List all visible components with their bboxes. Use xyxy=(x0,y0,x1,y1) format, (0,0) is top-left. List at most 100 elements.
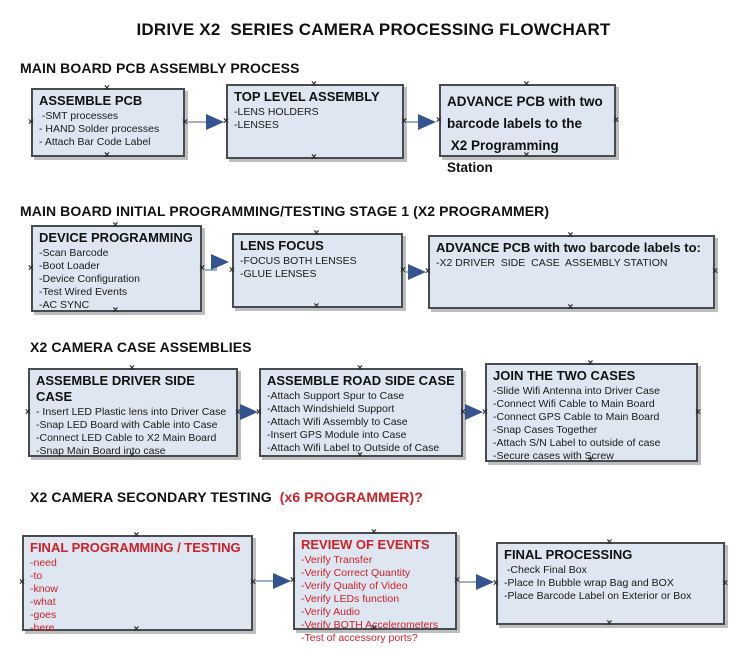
box-item: -Attach Windshield Support xyxy=(267,403,395,415)
flow-box-device-programming: DEVICE PROGRAMMING -Scan Barcode-Boot Lo… xyxy=(28,221,205,316)
box-items: - Insert LED Plastic lens into Driver Ca… xyxy=(36,406,230,458)
section-heading-pcb-assembly: MAIN BOARD PCB ASSEMBLY PROCESS xyxy=(20,60,300,76)
connection-point-icon: × xyxy=(199,262,205,274)
connection-point-icon: × xyxy=(235,406,241,418)
box-title: JOIN THE TWO CASES xyxy=(493,368,636,383)
box-items: -Scan Barcode-Boot Loader-Device Configu… xyxy=(39,247,194,312)
box-item: -here xyxy=(30,622,55,634)
connection-point-icon: × xyxy=(436,114,442,126)
connection-point-icon: × xyxy=(613,114,619,126)
flow-arrow xyxy=(204,254,229,271)
box-title: DEVICE PROGRAMMING xyxy=(39,230,193,245)
box-items: -FOCUS BOTH LENSES-GLUE LENSES xyxy=(240,255,395,281)
box-item: -Secure cases with Screw xyxy=(493,450,614,462)
connection-point-icon: × xyxy=(182,116,188,128)
flow-box-assemble-driver-side-case: ASSEMBLE DRIVER SIDE CASE - Insert LED P… xyxy=(25,364,241,461)
connection-point-icon: × xyxy=(695,406,701,418)
connection-point-icon: × xyxy=(28,116,34,128)
connection-point-icon: × xyxy=(400,264,406,276)
box-item: -Connect GPS Cable to Main Board xyxy=(493,411,660,423)
section-heading-secondary-testing-black: X2 CAMERA SECONDARY TESTING xyxy=(30,489,272,505)
flow-box-final-processing: FINAL PROCESSING -Check Final Box-Place … xyxy=(493,538,728,629)
box-item: -know xyxy=(30,583,59,595)
box-item: -Verify Quality of Video xyxy=(301,580,408,592)
connection-point-icon: × xyxy=(482,406,488,418)
box-item: -LENSES xyxy=(234,119,279,131)
box-item: -Snap Cases Together xyxy=(493,424,598,436)
section-heading-secondary-testing: X2 CAMERA SECONDARY TESTING (x6 PROGRAMM… xyxy=(30,489,423,505)
box-title: ADVANCE PCB with two barcode labels to: xyxy=(436,240,701,255)
box-title: LENS FOCUS xyxy=(240,238,324,253)
box-title: ASSEMBLE ROAD SIDE CASE xyxy=(267,373,455,388)
box-item: -Device Configuration xyxy=(39,273,140,285)
box-item: -Verify Correct Quantity xyxy=(301,567,411,579)
box-item: -Test Wired Events xyxy=(39,286,128,298)
connection-point-icon: × xyxy=(313,301,320,312)
flow-box-assemble-road-side-case: ASSEMBLE ROAD SIDE CASE -Attach Support … xyxy=(256,364,466,461)
box-item: -Verify LEDs function xyxy=(301,593,400,605)
box-item: -need xyxy=(30,557,57,569)
box-item: - Insert LED Plastic lens into Driver Ca… xyxy=(36,406,227,418)
flow-box-review-of-events: REVIEW OF EVENTS -Verify Transfer-Verify… xyxy=(290,528,460,645)
box-item: - HAND Solder processes xyxy=(39,123,160,135)
flow-box-advance-pcb-driver-side: ADVANCE PCB with two barcode labels to: … xyxy=(425,231,718,313)
section-heading-secondary-testing-red: (x6 PROGRAMMER)? xyxy=(271,489,423,505)
connection-point-icon: × xyxy=(722,577,728,589)
box-item: -Place Barcode Label on Exterior or Box xyxy=(504,590,692,602)
connection-point-icon: × xyxy=(401,115,407,127)
box-item: -what xyxy=(30,596,56,608)
connection-point-icon: × xyxy=(104,150,110,161)
flow-box-advance-pcb-programming-station: ADVANCE PCB with two barcode labels to t… xyxy=(436,80,619,176)
box-item: -Verify BOTH Accelerometers xyxy=(301,619,439,631)
box-items: -Slide Wifi Antenna into Driver Case-Con… xyxy=(493,385,690,463)
box-item: -Test of accessory ports? xyxy=(301,632,418,644)
box-item: -Scan Barcode xyxy=(39,247,109,259)
box-item: -GLUE LENSES xyxy=(240,268,317,280)
box-title: TOP LEVEL ASSEMBLY xyxy=(234,89,380,104)
section-heading-case-assemblies: X2 CAMERA CASE ASSEMBLIES xyxy=(30,339,252,355)
connection-point-icon: × xyxy=(425,266,431,277)
connection-point-icon: × xyxy=(19,577,25,588)
box-item: -Verify Transfer xyxy=(301,554,373,566)
box-items: -Check Final Box-Place In Bubble wrap Ba… xyxy=(504,564,717,603)
connection-point-icon: × xyxy=(290,575,296,586)
box-items: -need-to-know-what-goes-here xyxy=(30,557,245,635)
flow-box-join-the-two-cases: JOIN THE TWO CASES -Slide Wifi Antenna i… xyxy=(482,359,701,466)
connection-point-icon: × xyxy=(567,302,574,313)
box-items: -Attach Support Spur to Case-Attach Wind… xyxy=(267,390,455,455)
box-item: -Insert GPS Module into Case xyxy=(267,429,407,441)
box-item: -Attach Wifi Label to Outside of Case xyxy=(267,442,440,454)
connection-point-icon: × xyxy=(250,577,256,588)
flow-box-assemble-pcb: ASSEMBLE PCB -SMT processes- HAND Solder… xyxy=(28,84,188,161)
box-item: -Snap Main Board into case xyxy=(36,445,166,457)
box-title: REVIEW OF EVENTS xyxy=(301,537,430,552)
box-item: -FOCUS BOTH LENSES xyxy=(240,255,357,267)
box-title: FINAL PROGRAMMING / TESTING xyxy=(30,540,241,555)
box-items: -X2 DRIVER SIDE CASE ASSEMBLY STATION xyxy=(436,257,707,270)
box-item: - Attach Bar Code Label xyxy=(39,136,151,148)
box-items: -SMT processes- HAND Solder processes- A… xyxy=(39,110,177,149)
box-item: -to xyxy=(30,570,43,582)
box-item: -Attach Support Spur to Case xyxy=(267,390,405,402)
connection-point-icon: × xyxy=(460,406,466,418)
box-item: -Connect Wifi Cable to Main Board xyxy=(493,398,655,410)
box-item: -LENS HOLDERS xyxy=(234,106,319,118)
box-item: -X2 DRIVER SIDE CASE ASSEMBLY STATION xyxy=(436,257,668,269)
connection-point-icon: × xyxy=(229,264,235,276)
box-item: -Attach S/N Label to outside of case xyxy=(493,437,661,449)
box-title: ASSEMBLE DRIVER SIDE CASE xyxy=(36,373,199,404)
connection-point-icon: × xyxy=(493,577,499,589)
box-title: FINAL PROCESSING xyxy=(504,547,633,562)
connection-point-icon: × xyxy=(606,618,613,629)
box-title: ADVANCE PCB with two barcode labels to t… xyxy=(447,94,603,175)
connection-point-icon: × xyxy=(256,406,262,418)
box-item: -Connect LED Cable to X2 Main Board xyxy=(36,432,217,444)
box-title: ASSEMBLE PCB xyxy=(39,93,143,108)
box-items: -Verify Transfer-Verify Correct Quantity… xyxy=(301,554,449,645)
box-item: -Attach Wifi Assembly to Case xyxy=(267,416,408,428)
page-title: IDRIVE X2 SERIES CAMERA PROCESSING FLOWC… xyxy=(136,20,611,39)
box-item: -Verify Audio xyxy=(301,606,360,618)
box-item: -Slide Wifi Antenna into Driver Case xyxy=(493,385,660,397)
box-item: -AC SYNC xyxy=(39,299,90,311)
